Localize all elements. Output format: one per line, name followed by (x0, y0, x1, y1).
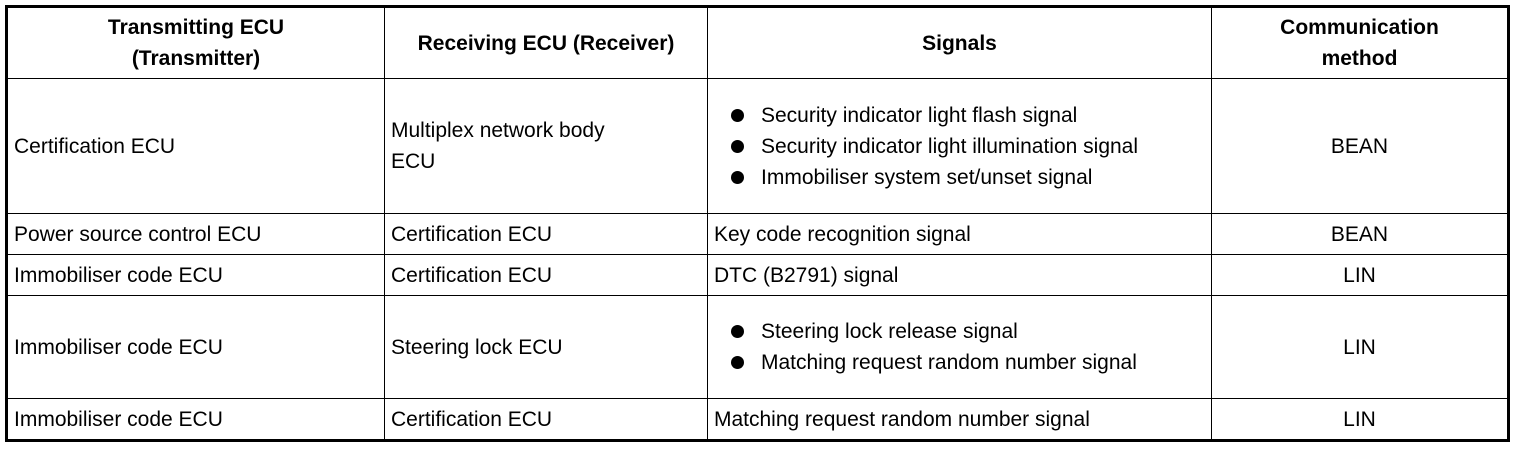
table-row: Immobiliser code ECU Certification ECU M… (6, 398, 1509, 441)
transmitter-cell: Immobiliser code ECU (6, 295, 385, 399)
header-method: Communication method (1211, 6, 1509, 79)
receiver-cell: Certification ECU (384, 254, 708, 296)
method-cell: BEAN (1211, 78, 1509, 214)
signals-cell: DTC (B2791) signal (707, 254, 1212, 296)
header-receiver: Receiving ECU (Receiver) (384, 6, 708, 79)
receiver-cell: Multiplex network body ECU (384, 78, 708, 214)
signal-list: Security indicator light flash signal Se… (714, 100, 1205, 193)
bullet-icon (731, 139, 744, 153)
table-row: Power source control ECU Certification E… (6, 213, 1509, 255)
bullet-icon (731, 170, 744, 184)
signal-item: Security indicator light illumination si… (714, 131, 1205, 162)
table-row: Certification ECU Multiplex network body… (6, 78, 1509, 214)
method-cell: BEAN (1211, 213, 1509, 255)
signals-cell: Security indicator light flash signal Se… (707, 78, 1212, 214)
table-row: Immobiliser code ECU Certification ECU D… (6, 254, 1509, 296)
signal-text: Immobiliser system set/unset signal (761, 165, 1093, 189)
signals-cell: Steering lock release signal Matching re… (707, 295, 1212, 399)
header-transmitter: Transmitting ECU (Transmitter) (6, 6, 385, 79)
ecu-signal-table: Transmitting ECU (Transmitter) Receiving… (5, 5, 1510, 442)
method-cell: LIN (1211, 254, 1509, 296)
transmitter-cell: Power source control ECU (6, 213, 385, 255)
bullet-icon (731, 356, 744, 369)
signal-item: Matching request random number signal (714, 347, 1205, 378)
transmitter-cell: Certification ECU (6, 78, 385, 214)
bullet-icon (731, 325, 744, 338)
receiver-cell: Steering lock ECU (384, 295, 708, 399)
signal-text: Security indicator light flash signal (761, 103, 1078, 127)
transmitter-cell: Immobiliser code ECU (6, 398, 385, 441)
transmitter-cell: Immobiliser code ECU (6, 254, 385, 296)
method-cell: LIN (1211, 295, 1509, 399)
header-row: Transmitting ECU (Transmitter) Receiving… (6, 6, 1509, 79)
signals-cell: Matching request random number signal (707, 398, 1212, 441)
receiver-cell: Certification ECU (384, 398, 708, 441)
signal-item: Steering lock release signal (714, 316, 1205, 347)
receiver-cell: Certification ECU (384, 213, 708, 255)
method-cell: LIN (1211, 398, 1509, 441)
signal-item: Immobiliser system set/unset signal (714, 162, 1205, 193)
signals-cell: Key code recognition signal (707, 213, 1212, 255)
table-row: Immobiliser code ECU Steering lock ECU S… (6, 295, 1509, 399)
signal-text: Security indicator light illumination si… (761, 134, 1139, 158)
signal-item: Security indicator light flash signal (714, 100, 1205, 131)
signal-text: Matching request random number signal (761, 351, 1137, 374)
signal-text: Steering lock release signal (761, 320, 1018, 343)
header-signals: Signals (707, 6, 1212, 79)
signal-list: Steering lock release signal Matching re… (714, 316, 1205, 378)
bullet-icon (731, 108, 744, 122)
